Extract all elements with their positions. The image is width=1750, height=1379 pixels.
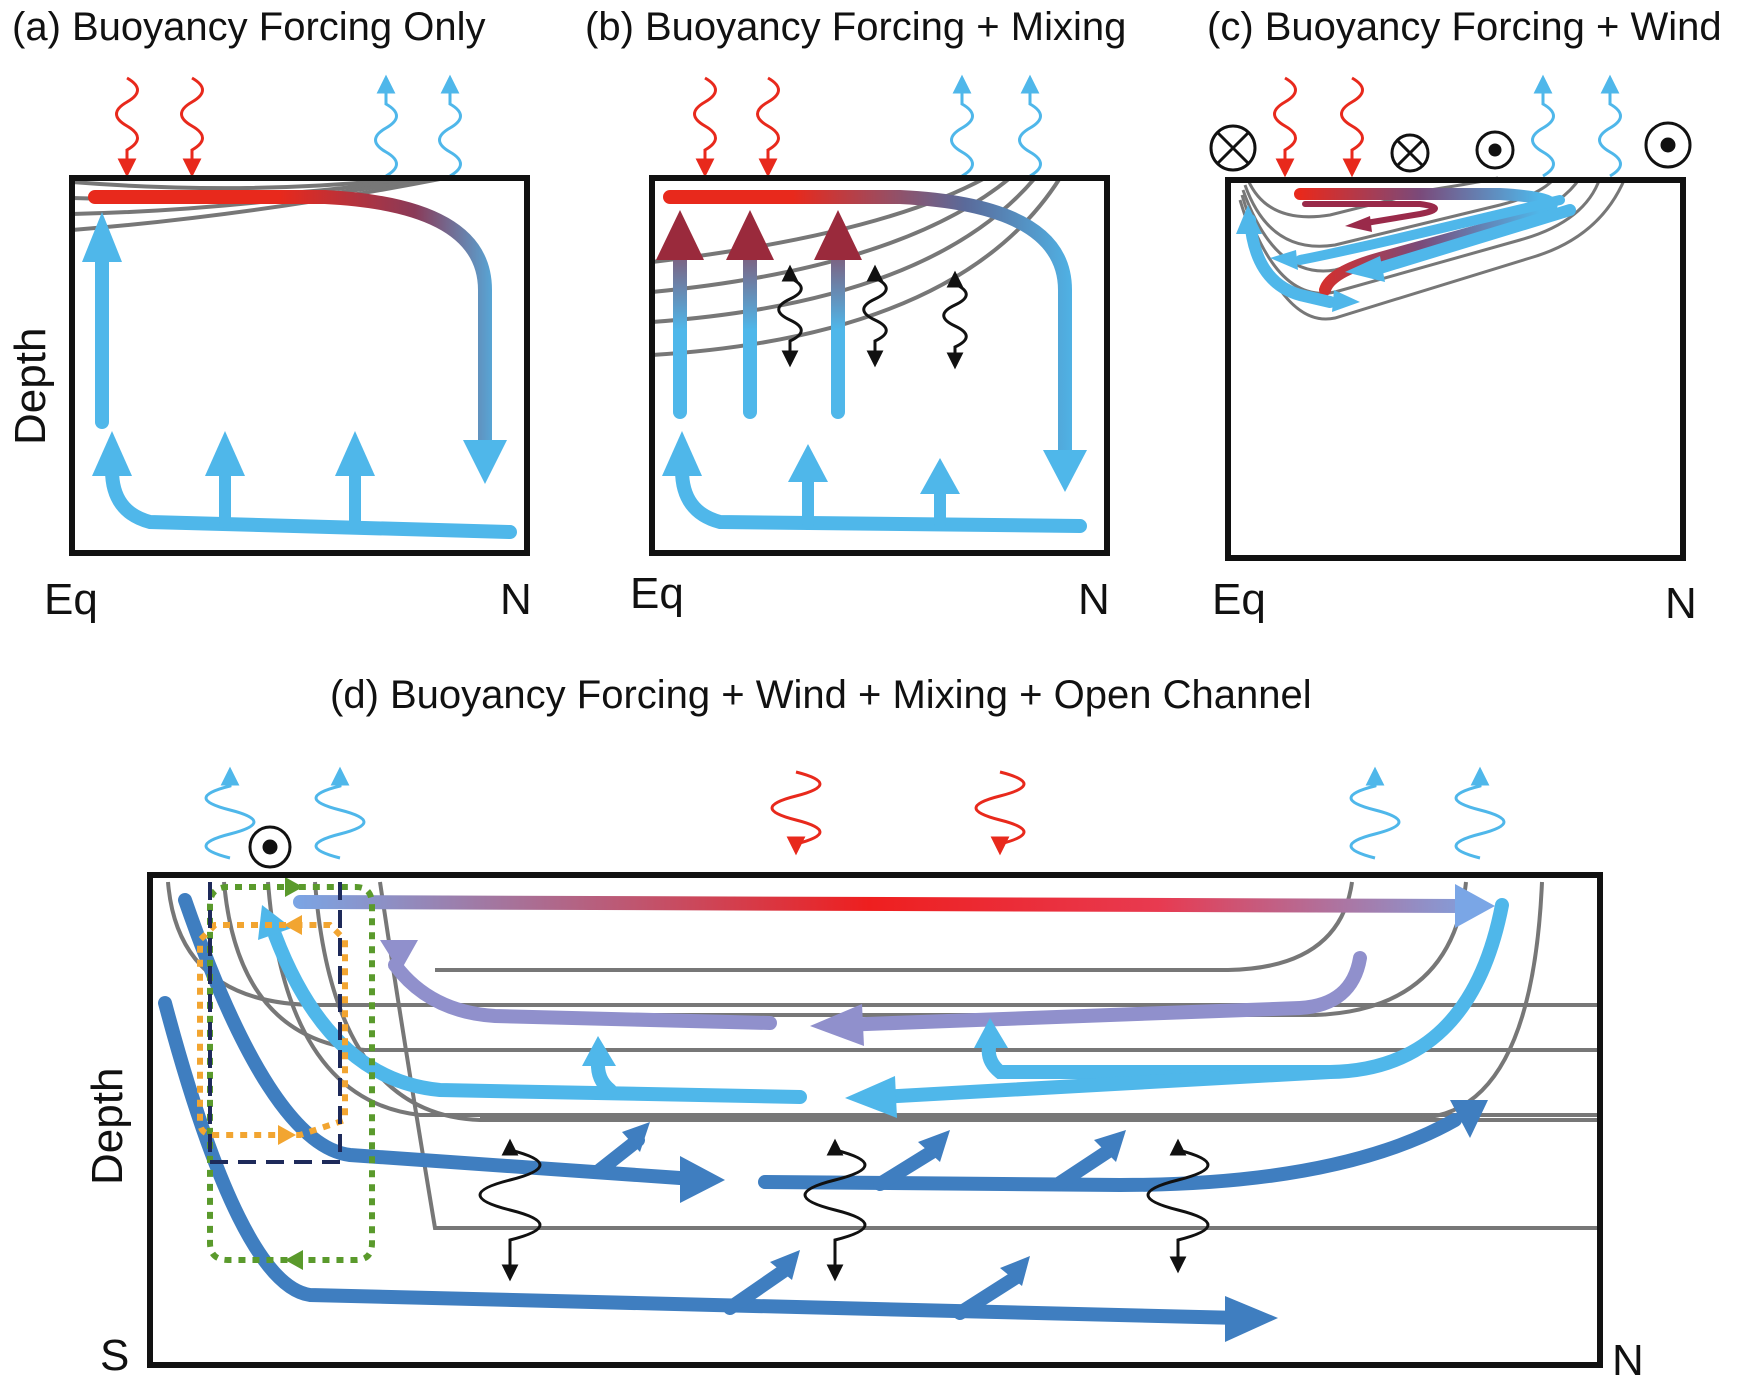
panel-b-right-label: N (1078, 575, 1110, 624)
panel-a-heating-icon (115, 76, 204, 178)
wind-out-of-page-icon (1475, 121, 1692, 170)
panel-b-title: (b) Buoyancy Forcing + Mixing (585, 5, 1126, 49)
panel-d-deep-flow (158, 893, 1462, 1325)
panel-a-frame (69, 175, 530, 556)
panel-c-title: (c) Buoyancy Forcing + Wind (1207, 5, 1722, 49)
panel-b: (b) Buoyancy Forcing + Mixing (585, 5, 1126, 624)
panel-d-light-blue-arrowheads (258, 905, 1008, 1118)
panel-d-frame (147, 872, 1603, 1368)
panel-d-title: (d) Buoyancy Forcing + Wind + Mixing + O… (330, 673, 1312, 717)
panel-d-heating-icon (770, 770, 1026, 856)
panel-a-left-label: Eq (44, 575, 98, 624)
panel-c: (c) Buoyancy Forcing + Wind (1207, 5, 1722, 628)
panel-d-intermediate-flow (388, 951, 1367, 1032)
panel-d-wind-out-of-page-icon (248, 825, 292, 869)
panel-a: (a) Buoyancy Forcing Only (6, 5, 532, 624)
panel-b-cooling-icon (950, 74, 1042, 178)
panel-d-cooling-left-icon (204, 766, 366, 860)
panel-d: (d) Buoyancy Forcing + Wind + Mixing + O… (83, 673, 1644, 1379)
panel-d-cooling-right-icon (1349, 766, 1506, 860)
panel-c-cooling-icon (1531, 74, 1622, 178)
panel-a-depth-label: Depth (6, 328, 55, 445)
panel-a-arrowheads (82, 212, 507, 484)
panel-c-circulation (1244, 188, 1576, 308)
panel-d-orange-arrowheads (278, 915, 302, 1145)
panel-b-isopycnals (651, 176, 1062, 357)
panel-c-arrowheads (1236, 205, 1385, 312)
panel-c-right-label: N (1665, 579, 1697, 628)
panel-c-heating-icon (1273, 76, 1364, 178)
panel-a-cooling-icon (374, 74, 462, 178)
panel-d-deep-arrowheads (622, 1100, 1488, 1342)
panel-b-frame (649, 175, 1110, 556)
panel-d-depth-label: Depth (83, 1068, 132, 1185)
panel-b-left-label: Eq (630, 569, 684, 618)
panel-a-right-label: N (500, 575, 532, 624)
panel-b-heating-icon (693, 76, 780, 178)
wind-into-page-icon (1209, 124, 1430, 173)
panel-c-left-label: Eq (1212, 575, 1266, 624)
panel-d-intermediate-arrowheads (380, 940, 864, 1046)
mixing-wave-icon (777, 264, 968, 370)
panel-d-mixing-icon (478, 1138, 1210, 1282)
panel-d-right-label: N (1612, 1336, 1644, 1379)
panel-d-left-label: S (100, 1331, 129, 1379)
panel-d-light-blue-flow (268, 898, 1509, 1104)
panel-d-navy-box (208, 882, 342, 1164)
panel-a-circulation (88, 190, 517, 539)
panel-d-surface-current (293, 884, 1495, 928)
panel-b-arrowheads (656, 210, 1087, 494)
panel-a-title: (a) Buoyancy Forcing Only (12, 5, 486, 49)
panel-b-circulation (663, 190, 1087, 533)
panel-d-green-arrowheads (285, 877, 303, 1270)
panel-c-frame (1225, 177, 1686, 561)
